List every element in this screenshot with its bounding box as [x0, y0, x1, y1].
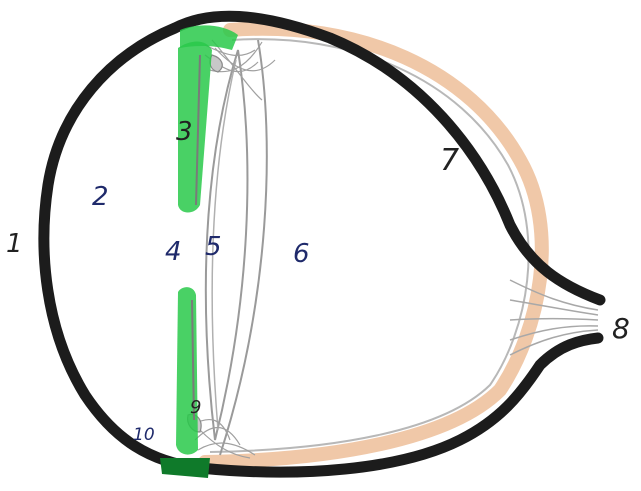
label-10: 10: [133, 425, 155, 445]
label-2: 2: [92, 182, 109, 212]
sclera-outline: [44, 16, 600, 472]
label-8: 8: [612, 312, 630, 345]
label-3: 3: [176, 117, 193, 147]
ciliary-body-top: [210, 55, 222, 72]
label-1: 1: [6, 229, 23, 259]
iris-bottom: [176, 287, 198, 455]
label-9: 9: [190, 397, 201, 418]
label-7: 7: [440, 143, 459, 178]
label-5: 5: [205, 232, 222, 262]
ciliary-root-bottom: [160, 458, 210, 478]
label-6: 6: [293, 239, 310, 269]
label-4: 4: [165, 237, 182, 267]
